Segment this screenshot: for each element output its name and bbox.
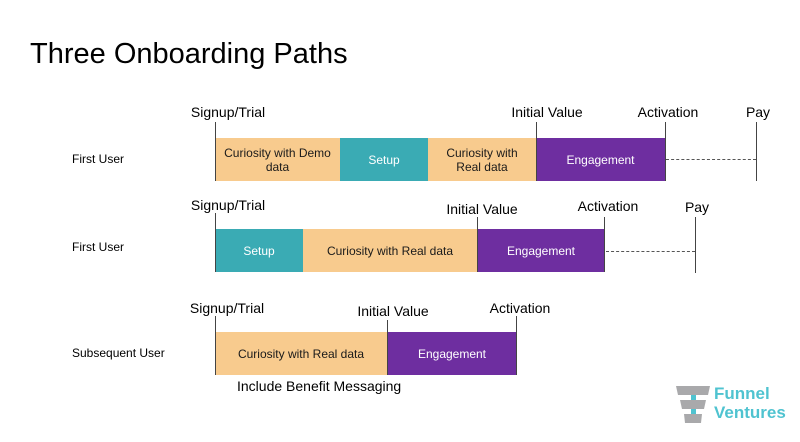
segment-curiosity-real: Curiosity with Real data (303, 229, 477, 272)
milestone-line-signup (215, 213, 216, 272)
dashed-connector (606, 251, 695, 252)
segment-setup: Setup (340, 138, 428, 181)
milestone-activation: Activation (489, 300, 551, 316)
milestone-pay: Pay (745, 104, 771, 120)
milestone-activation: Activation (637, 104, 699, 120)
milestone-line-initial-value (477, 217, 478, 272)
logo-text-line1: Funnel (714, 384, 770, 403)
milestone-line-pay (695, 217, 696, 273)
logo-text-line2: Ventures (714, 403, 786, 422)
milestone-line-activation (516, 316, 517, 375)
path-label: First User (72, 152, 124, 166)
milestone-signup-trial: Signup/Trial (190, 197, 266, 213)
milestone-pay: Pay (684, 199, 710, 215)
milestone-line-initial-value (536, 122, 537, 181)
slide-title: Three Onboarding Paths (30, 38, 348, 70)
funnel-icon (676, 386, 710, 423)
path-label: Subsequent User (72, 346, 165, 360)
milestone-initial-value: Initial Value (511, 104, 583, 120)
segment-engagement: Engagement (477, 229, 605, 272)
milestone-signup-trial: Signup/Trial (189, 300, 265, 316)
logo-text: Funnel Ventures (714, 384, 786, 422)
segment-label-line1: Curiosity with (446, 145, 518, 160)
segment-curiosity-real: Curiosity with Real data (215, 332, 387, 375)
milestone-line-signup (215, 316, 216, 375)
path-label: First User (72, 240, 124, 254)
segment-engagement: Engagement (536, 138, 665, 181)
milestone-initial-value: Initial Value (446, 201, 518, 217)
segment-engagement: Engagement (387, 332, 517, 375)
segment-label-line1: Curiosity with Demo (224, 145, 331, 160)
milestone-line-initial-value (387, 320, 388, 375)
milestone-initial-value: Initial Value (357, 303, 429, 319)
milestone-signup-trial: Signup/Trial (190, 104, 266, 120)
milestone-line-activation (604, 217, 605, 272)
milestone-line-pay (756, 122, 757, 181)
segment-setup: Setup (215, 229, 303, 272)
milestone-line-activation (665, 122, 666, 181)
funnel-ventures-logo: Funnel Ventures (676, 384, 796, 428)
milestone-activation: Activation (577, 198, 639, 214)
dashed-connector (666, 159, 756, 160)
benefit-messaging-note: Include Benefit Messaging (237, 378, 402, 394)
segment-label-line2: Real data (456, 159, 508, 174)
segment-label-line2: data (265, 159, 290, 174)
milestone-line-signup (215, 122, 216, 181)
